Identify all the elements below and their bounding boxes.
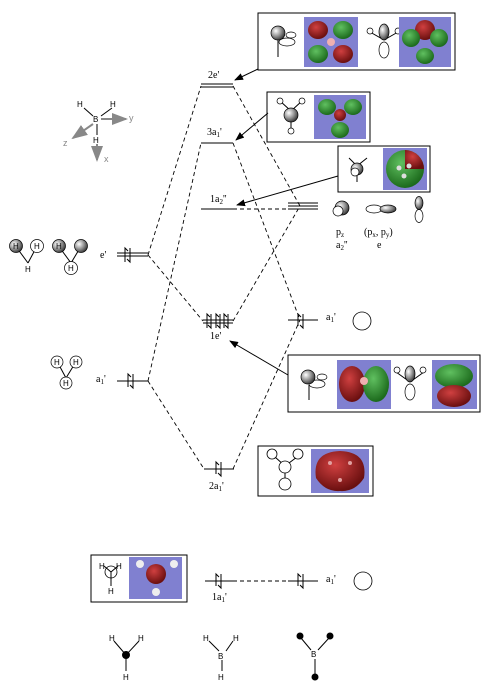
box-1a1-orbitals: H H H [90,554,188,603]
pz-pictogram [332,200,350,217]
boron-1s-orbital [353,571,373,591]
svg-text:H: H [56,242,62,251]
svg-text:H: H [138,634,144,643]
axes-b: B [93,115,98,124]
svg-text:H: H [54,358,60,367]
level-1e: 1e' [210,331,221,342]
boron-a1-label: a1' [326,312,336,324]
box-3a1-orbitals [266,91,371,143]
h3-fragment: e' a1' H H H H H [9,239,148,390]
h3-e-orbital-1: H H H [9,239,44,274]
z-axis-label: z [63,138,68,148]
boron-s-orbital [352,311,372,331]
py-pictogram [414,196,424,223]
box-1a2-orbitals [337,145,431,193]
lcao-2e-a [270,25,297,57]
level-2a1: 2a1' [209,481,224,493]
svg-text:H: H [68,264,74,273]
svg-text:H: H [109,634,115,643]
lcao-1e-b [393,365,427,401]
bottom-structure-bh3: H H B H [203,634,239,682]
level-2e: 2e' [208,70,219,81]
z-axis-arrow [71,123,94,140]
bottom-structure-h3: H H H [109,634,144,682]
axes-h-bottom: H [93,136,99,145]
svg-text:H: H [63,379,69,388]
svg-text:H: H [233,634,239,643]
box-1e-orbitals [287,354,481,413]
bottom-structure-b: B [296,632,334,681]
h3-e-orbital-2: H H [52,239,88,275]
lcao-2e-b [366,23,402,59]
level-3a1: 3a1' [207,127,222,139]
axes-inset: H H B H y z x [63,100,134,164]
svg-text:H: H [34,242,40,251]
svg-text:H: H [218,673,224,682]
axes-h-right: H [110,100,116,109]
h3-a1-orbital: H H H [50,355,83,390]
level-2a1-electrons [215,460,222,478]
svg-text:H: H [13,242,19,251]
correlation-lines [147,85,301,582]
h3-a1-label: a1' [96,374,106,386]
pz-label: pz [336,227,344,239]
box-2e-orbitals [257,12,456,71]
level-1a1-electrons [215,572,222,590]
svg-text:H: H [25,265,31,274]
boron-fragment: pz a2'' (px, py) e a1' a1' [288,196,424,591]
svg-text:H: H [73,358,79,367]
pxy-pictogram [365,204,397,214]
svg-text:H: H [116,562,122,571]
svg-text:B: B [218,652,223,661]
pxy-symmetry: e [377,240,382,251]
svg-text:H: H [123,673,129,682]
pointer-arrows [229,68,339,376]
axes-h-left: H [77,100,83,109]
h3-e-label: e' [100,250,106,261]
level-1a2: 1a2'' [210,194,227,206]
boron-1s-label: a1' [326,574,336,586]
svg-text:B: B [311,650,316,659]
pxy-label: (px, py) [364,227,393,239]
box-2a1-orbitals [257,445,374,497]
pz-symmetry: a2'' [336,240,348,252]
mo-levels: 2e' 3a1' 1a2'' 1e' 2a1' 1a1' [201,70,234,604]
y-axis-label: y [129,113,134,123]
lcao-1e-a [300,369,328,400]
svg-text:H: H [99,562,105,571]
x-axis-label: x [104,154,109,164]
svg-text:H: H [108,587,114,596]
svg-text:H: H [203,634,209,643]
level-1e-electrons [206,312,229,330]
level-1a1: 1a1' [212,592,227,604]
